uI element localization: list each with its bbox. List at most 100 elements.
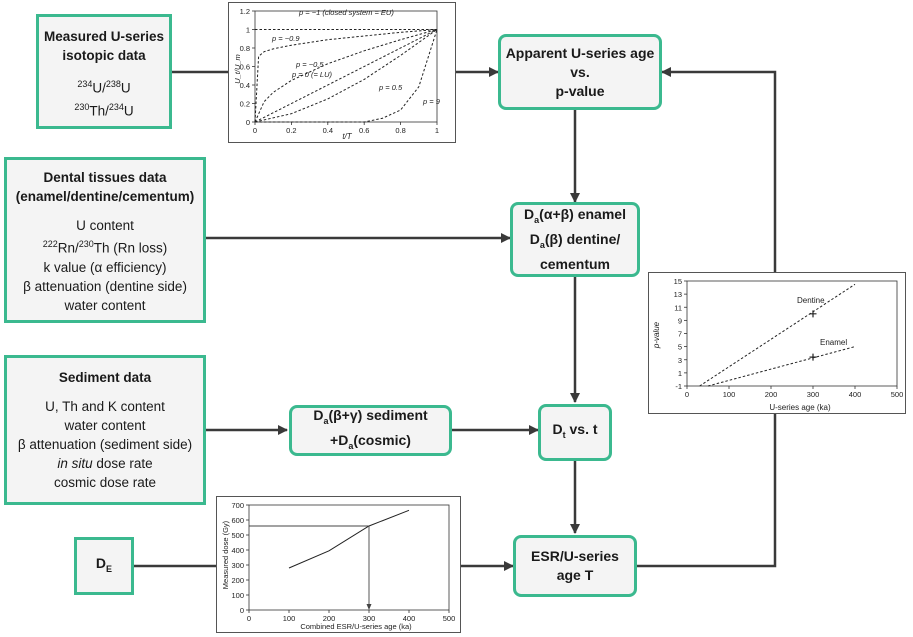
x-tick-label: 500	[443, 614, 456, 623]
age-marker	[809, 353, 817, 361]
dt-vs-t-box: Dt vs. t	[538, 404, 612, 461]
sediment-line-3: β attenuation (sediment side)	[17, 437, 193, 452]
dental-title-1: Dental tissues data	[43, 170, 167, 185]
dental-line-3: k value (α efficiency)	[43, 259, 167, 275]
y-tick-label: 13	[674, 290, 682, 299]
c3-ylabel: Measured dose (Gy)	[221, 520, 230, 589]
y-tick-label: 1	[246, 26, 250, 35]
ann-p-05: p = 0.5	[378, 83, 403, 92]
dt-label: Dt vs. t	[552, 421, 598, 440]
y-tick-label: 1	[678, 369, 682, 378]
c1-xlabel: t/T	[342, 132, 352, 141]
x-tick-label: 100	[283, 614, 296, 623]
x-tick-label: 400	[403, 614, 416, 623]
plot-frame	[686, 280, 898, 387]
dental-line-2: 222Rn/230Th (Rn loss)	[42, 239, 168, 256]
y-tick-label: 5	[678, 343, 682, 352]
da-line-3: cementum	[539, 255, 611, 272]
dose-curve	[288, 509, 410, 569]
ann-p-0: p = 0 (= LU)	[291, 70, 333, 79]
apparent-line-2: vs.	[570, 63, 590, 80]
ann-p-minus1: p = −1 (closed system = EU)	[298, 8, 394, 17]
y-tick-label: 15	[674, 277, 682, 286]
x-tick-label: 400	[849, 390, 862, 399]
x-tick-label: 0	[253, 126, 257, 135]
plot-frame	[254, 10, 438, 123]
y-tick-label: 600	[231, 516, 244, 525]
y-tick-label: 0.4	[240, 81, 250, 90]
y-tick-label: 200	[231, 576, 244, 585]
y-tick-label: 3	[678, 356, 682, 365]
dental-line-1: U content	[76, 218, 134, 233]
x-tick-label: 200	[765, 390, 778, 399]
c1-ylabel: U_t/U_m	[233, 54, 242, 84]
dased-line-1: Da(β+γ) sediment	[313, 406, 428, 426]
y-tick-label: 0.6	[240, 63, 250, 72]
y-tick-label: 0	[246, 118, 250, 127]
dental-line-5: water content	[64, 297, 146, 313]
esr-line-1: ESR/U-series	[531, 548, 619, 564]
dased-line-2: +Da(cosmic)	[330, 431, 411, 451]
sediment-line-4: in situ dose rate	[57, 456, 153, 471]
x-tick-label: 500	[891, 390, 904, 399]
y-tick-label: 300	[231, 561, 244, 570]
dental-line-4: β attenuation (dentine side)	[23, 278, 187, 294]
x-tick-label: 300	[807, 390, 820, 399]
x-tick-label: 1	[435, 126, 439, 135]
c2-ylabel: p-value	[652, 321, 661, 349]
y-tick-label: 400	[231, 546, 244, 555]
x-tick-label: 0.2	[286, 126, 296, 135]
x-tick-label: 0	[685, 390, 689, 399]
uptake-curve	[254, 29, 438, 123]
x-tick-label: 300	[363, 614, 376, 623]
sediment-line-2: water content	[64, 418, 146, 433]
da-line-1: Da(α+β) enamel	[524, 206, 626, 225]
esr-age-box: ESR/U-series age T	[513, 535, 637, 597]
legend-dentine: Dentine	[797, 296, 825, 305]
y-tick-label: 100	[231, 591, 244, 600]
measured-useries-box: Measured U-series isotopic data 234U/238…	[36, 14, 172, 129]
esr-line-2: age T	[556, 567, 594, 583]
c2-xlabel: U-series age (ka)	[769, 403, 831, 412]
sediment-data-box: Sediment data U, Th and K content water …	[4, 355, 206, 505]
dental-title-2: (enamel/dentine/cementum)	[15, 189, 195, 204]
y-tick-label: 0	[240, 606, 244, 615]
ratio-230th-234u: 230Th/234U	[74, 101, 134, 119]
x-tick-label: 0	[247, 614, 251, 623]
da-line-2: Da(β) dentine/	[529, 231, 621, 250]
uptake-curve	[254, 29, 438, 123]
y-tick-label: 1.2	[240, 7, 250, 16]
measured-title-1: Measured U-series	[43, 29, 165, 44]
x-tick-label: 0.8	[395, 126, 405, 135]
ann-p-9: p = 9	[422, 97, 441, 106]
y-tick-label: 9	[678, 316, 682, 325]
sediment-line-5: cosmic dose rate	[53, 475, 157, 490]
de-box: DE	[74, 537, 134, 595]
da-enamel-box: Da(α+β) enamel Da(β) dentine/ cementum	[510, 202, 640, 277]
y-tick-label: 7	[678, 330, 682, 339]
measured-title-2: isotopic data	[62, 48, 146, 63]
sediment-title: Sediment data	[58, 370, 152, 385]
apparent-age-box: Apparent U-series age vs. p-value	[498, 34, 662, 110]
pvalue-line	[699, 283, 856, 387]
y-tick-label: 0.8	[240, 44, 250, 53]
uptake-curve	[255, 29, 438, 123]
y-tick-label: 700	[231, 501, 244, 510]
x-tick-label: 200	[323, 614, 336, 623]
legend-enamel: Enamel	[820, 338, 847, 347]
ratio-234u-238u: 234U/238U	[77, 79, 131, 96]
da-sediment-box: Da(β+γ) sediment +Da(cosmic)	[289, 405, 452, 456]
apparent-line-1: Apparent U-series age	[505, 44, 655, 61]
uptake-curve	[254, 29, 438, 123]
y-tick-label: 0.2	[240, 100, 250, 109]
x-tick-label: 0.4	[323, 126, 333, 135]
de-label: DE	[95, 554, 113, 574]
pvalue-line	[707, 346, 856, 387]
plot-frame	[248, 504, 450, 611]
y-tick-label: 11	[674, 303, 682, 312]
